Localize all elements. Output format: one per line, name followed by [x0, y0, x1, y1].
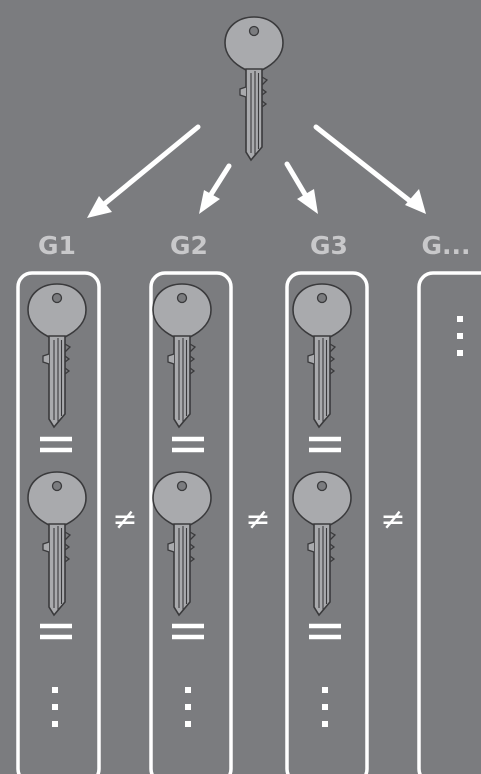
not-equal-sign: ≠ [380, 502, 405, 537]
group-box-more [417, 271, 481, 774]
arrow-icon [199, 163, 232, 214]
equals-sign [172, 623, 204, 640]
group-box-g1 [16, 271, 101, 774]
ellipsis-vertical-icon [322, 687, 328, 727]
arrow-icon [313, 124, 426, 214]
key-icon [292, 471, 352, 616]
key-icon [27, 283, 87, 428]
ellipsis-vertical-icon [457, 316, 463, 356]
key-icon [152, 471, 212, 616]
master-key-icon [224, 16, 284, 161]
ellipsis-vertical-icon [185, 687, 191, 727]
equals-sign [309, 436, 341, 453]
group-label-g1: G1 [38, 231, 76, 260]
arrow-icon [284, 161, 318, 214]
not-equal-sign: ≠ [112, 502, 137, 537]
arrow-icon [87, 124, 201, 218]
equals-sign [309, 623, 341, 640]
ellipsis-vertical-icon [52, 687, 58, 727]
group-box-g3 [285, 271, 369, 774]
key-icon [27, 471, 87, 616]
equals-sign [40, 623, 72, 640]
equals-sign [172, 436, 204, 453]
group-label-more: G... [421, 231, 470, 260]
group-box-g2 [149, 271, 233, 774]
key-icon [152, 283, 212, 428]
group-label-g2: G2 [170, 231, 208, 260]
not-equal-sign: ≠ [245, 502, 270, 537]
equals-sign [40, 436, 72, 453]
key-icon [292, 283, 352, 428]
group-label-g3: G3 [310, 231, 348, 260]
